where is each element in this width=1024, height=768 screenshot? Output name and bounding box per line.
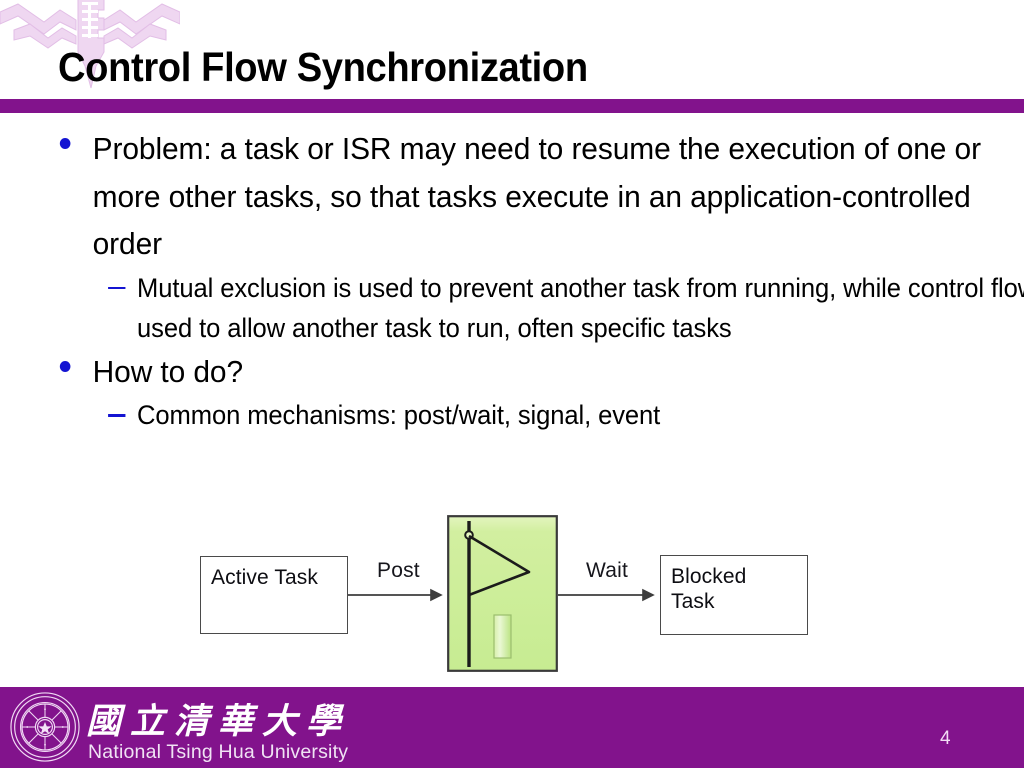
bullet-dash-icon [108, 414, 126, 417]
bullet-dash-icon [108, 286, 126, 289]
bullet-text: How to do? [92, 353, 244, 389]
node-label-line2: Task [671, 590, 715, 613]
node-active-task: Active Task [200, 556, 348, 634]
bullet-text: Common mechanisms: post/wait, signal, ev… [137, 400, 661, 430]
title-divider [0, 99, 1024, 113]
bullet-item-common-mechanisms: Common mechanisms: post/wait, signal, ev… [0, 395, 1024, 435]
edge-label-wait: Wait [586, 559, 629, 582]
slide-body: Problem: a task or ISR may need to resum… [0, 125, 1024, 435]
slide-footer: 國立清華大學 National Tsing Hua University 4 [0, 687, 1024, 768]
node-label-line1: Blocked [671, 565, 747, 588]
page-number: 4 [940, 728, 951, 749]
bullet-item-problem: Problem: a task or ISR may need to resum… [0, 125, 1019, 268]
node-label: Active Task [211, 566, 318, 589]
bullet-item-mutual-exclusion: Mutual exclusion is used to prevent anot… [0, 268, 1024, 348]
bullet-text: Mutual exclusion is used to prevent anot… [137, 272, 1024, 343]
edge-label-post: Post [377, 559, 420, 582]
university-seal-icon [10, 692, 80, 762]
bullet-disc-icon [59, 138, 71, 149]
bullet-item-how-to-do: How to do? [0, 348, 1019, 396]
node-blocked-task: Blocked Task [660, 555, 808, 635]
university-name-en: National Tsing Hua University [88, 741, 349, 763]
university-name-cn: 國立清華大學 [86, 702, 351, 741]
control-flow-diagram: Active Task Blocked Task P [0, 498, 1024, 684]
bullet-text: Problem: a task or ISR may need to resum… [92, 131, 981, 261]
page-title: Control Flow Synchronization [58, 44, 588, 90]
diagram-arrows [348, 588, 655, 602]
slide-header: Control Flow Synchronization [0, 0, 1024, 99]
node-semaphore-flag [447, 515, 558, 672]
bullet-disc-icon [59, 360, 71, 372]
